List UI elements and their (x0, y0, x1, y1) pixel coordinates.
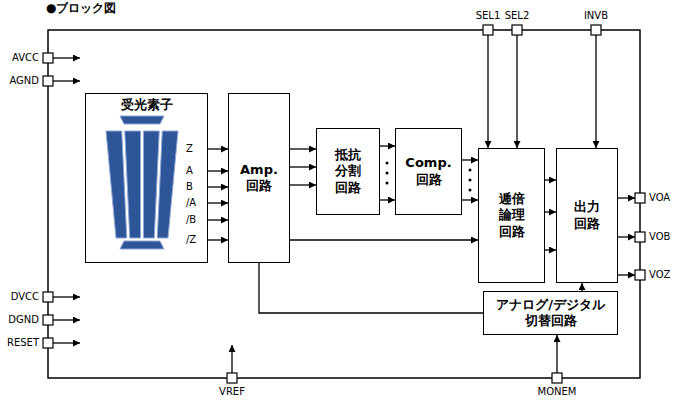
block-label: 出力 回路 (572, 199, 602, 232)
pin-wire (618, 274, 635, 275)
dot (469, 169, 472, 172)
pin-name: DGND (8, 314, 39, 326)
signal-connector (208, 148, 228, 149)
circuit-block: 出力 回路 (556, 148, 618, 283)
block-label: 抵抗 分割 回路 (333, 147, 363, 196)
pin-square (635, 270, 645, 280)
photodiode-z (120, 116, 164, 124)
signal-connector (290, 239, 478, 240)
signal-name: /Z (186, 234, 196, 246)
pin-square (635, 232, 645, 242)
signal-connector (208, 202, 228, 203)
signal-connector (290, 148, 316, 149)
circuit-block: アナログ/デジタル 切替回路 (483, 291, 618, 335)
pin-name: DVCC (11, 291, 39, 303)
pin-wire (487, 35, 488, 148)
circuit-block: Comp. 回路 (395, 128, 462, 215)
pin-wire (231, 345, 232, 373)
pin-wire (618, 236, 635, 237)
pin-wire (53, 342, 80, 343)
block-label: Comp. 回路 (405, 155, 453, 188)
pin-wire (53, 80, 80, 81)
chip-outline (48, 30, 640, 378)
photodiode-bar (106, 131, 127, 238)
pin-wires (53, 35, 635, 373)
signal-connector (208, 186, 228, 187)
pin-square (483, 25, 493, 35)
photodiode-z-bar (120, 241, 164, 249)
pin-name: INVB (584, 10, 608, 22)
pin-square (43, 292, 53, 302)
circuit-block: 逓倍 論理 回路 (478, 148, 545, 283)
pin-square (43, 53, 53, 63)
pin-name: RESET (7, 337, 39, 349)
signal-connector (208, 170, 228, 171)
pin-square (512, 25, 522, 35)
block-label: 逓倍 論理 回路 (497, 191, 527, 240)
block-label: 受光素子 (121, 97, 173, 113)
signal-connector (290, 166, 316, 167)
pin-name: VOB (649, 231, 670, 243)
pin-wire (53, 296, 80, 297)
signal-connector (380, 145, 395, 146)
pin-square (43, 76, 53, 86)
pin-wire (595, 35, 596, 148)
diagram-title: ●ブロック図 (46, 1, 116, 15)
pin-square (552, 373, 562, 383)
pin-name: VOZ (649, 269, 670, 281)
dot (386, 172, 389, 175)
dot (469, 189, 472, 192)
dot (386, 182, 389, 185)
signal-connector (462, 199, 478, 200)
signal-name: Z (186, 143, 193, 155)
pin-name: VOA (649, 192, 670, 204)
signal-name: /A (186, 197, 196, 209)
pin-name: VREF (219, 386, 245, 398)
signal-connector (545, 211, 556, 212)
circuit-block: Amp. 回路 (228, 93, 290, 263)
dot (469, 179, 472, 182)
signal-connector (259, 263, 483, 313)
pin-name: MONEM (538, 386, 577, 398)
signal-connector (545, 179, 556, 180)
pin-wire (516, 35, 517, 148)
signal-name: /B (186, 214, 196, 226)
pin-wire (618, 197, 635, 198)
pin-square (635, 193, 645, 203)
signal-name: B (186, 181, 193, 193)
pins (43, 25, 645, 383)
pin-square (43, 338, 53, 348)
pin-square (43, 315, 53, 325)
pin-name: AGND (9, 75, 39, 87)
block-label: Amp. 回路 (237, 162, 281, 195)
pin-square (591, 25, 601, 35)
pin-wire (53, 319, 80, 320)
pin-name: AVCC (12, 52, 39, 64)
signal-connector (462, 159, 478, 160)
signal-connector (545, 249, 556, 250)
signal-connector (290, 184, 316, 185)
signal-connector (208, 239, 228, 240)
pin-name: SEL1 (476, 10, 501, 22)
dot (386, 162, 389, 165)
signal-connector (581, 283, 582, 291)
pin-square (227, 373, 237, 383)
photodiode-bar (144, 131, 160, 238)
photodiode-bar (157, 131, 178, 238)
pin-name: SEL2 (505, 10, 530, 22)
signal-connector (380, 199, 395, 200)
photodiode-array (106, 116, 178, 249)
block-label: アナログ/デジタル 切替回路 (488, 297, 613, 330)
circuit-block: 抵抗 分割 回路 (316, 128, 380, 215)
pin-wire (53, 57, 80, 58)
pin-wire (556, 335, 557, 373)
signal-name: A (186, 165, 193, 177)
photodiode-bar (125, 131, 141, 238)
signal-connector (208, 219, 228, 220)
